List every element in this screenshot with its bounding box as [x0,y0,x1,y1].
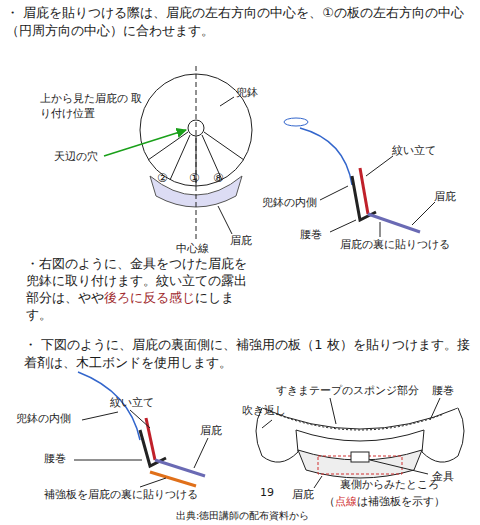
label-text: ⑧ [213,171,224,185]
bowl-top [284,118,308,126]
side-section [284,118,435,237]
koshimaki-edge [296,430,424,441]
part-label: 眉庇の裏に貼りつける [340,238,450,253]
part-label: 紋い立て [110,396,154,411]
plate-line [170,135,190,180]
label-text: 腰巻 [300,228,322,241]
label-text: 吹き返し [242,404,286,417]
fukikaeshi [422,408,464,462]
leader-line [330,398,336,424]
leader-line [370,460,428,474]
label-text: 19 [260,486,274,499]
label-text: は補強板を示す） [357,495,445,507]
leader-line [320,186,348,200]
callout-number: ① [189,170,200,186]
part-label: 中心線 [176,242,209,257]
leader-line [314,476,322,488]
tachi-part [146,418,155,460]
emphasis-text: 後ろに反る感じ [104,290,195,305]
label-text: 眉庇の裏に貼りつける [340,238,450,251]
part-label: 眉庇 [434,190,456,205]
label-text: ① [189,171,200,185]
note-text: ・ 眉庇を貼りつける際は、眉庇の左右方向の中心を、①の板の左右方向の中心（円周方… [6,4,474,39]
label-text: 眉庇 [434,190,456,203]
callout-number: ⑧ [213,170,224,186]
label-text: すきまテープのスポンジ部分 [276,384,419,397]
label-text: 兜鉢 [236,86,258,99]
leader-line [412,202,435,225]
leader-line [430,398,440,420]
label-text: 中心線 [176,242,209,255]
label-text: 裏側からみたところ [340,478,439,491]
note-text: （点線は補強板を示す） [324,494,445,508]
label-text: ・ 下図のように、眉庇の裏面側に、補強用の板（1 枚）を貼りつけます。接着剤は、… [24,337,470,370]
caption-text: 上から見た眉庇の 取り付け位置 [40,92,150,122]
part-label: 吹き返し [242,404,286,419]
part-label: 天辺の穴 [54,150,98,165]
note-text: ・右図のように、金具をつけた眉庇を兜鉢に取り付けます。紋い立ての露出部分は、やや… [26,256,258,324]
part-label: 兜鉢の内側 [16,412,71,427]
page-number: 19 [260,486,274,501]
leader-line [82,412,118,420]
bowl-rim [262,408,458,429]
leader-line [140,478,166,487]
leader-line [74,460,142,461]
leader-line [262,420,272,428]
label-text: ② [157,171,168,185]
source-note: 出典:徳田講師の配布資料から [176,509,309,523]
part-label: 兜鉢 [236,86,258,101]
part-label: 裏側からみたところ [340,478,439,493]
part-label: 腰巻 [432,384,454,399]
bowl-curve [300,128,352,185]
leader-line [130,410,150,428]
center-line [196,66,197,240]
label-text: 眉庇 [200,424,222,437]
leader-line [194,438,208,468]
side-section [74,372,208,487]
part-label: 腰巻 [44,452,66,467]
label-text: 腰巻 [44,452,66,465]
leader-line [380,222,381,237]
part-label: 紋い立て [392,144,436,159]
part-label: 腰巻 [300,228,322,243]
label-text: 兜鉢の内側 [16,412,71,425]
part-label: 眉庇 [292,488,314,503]
sponge-band [276,414,444,430]
label-text: 紋い立て [392,144,436,157]
leader-line [220,97,234,106]
label-text: 紋い立て [110,396,154,409]
visor-shape [298,450,422,478]
leader-line [330,220,356,232]
label-text: 兜鉢の内側 [262,196,317,209]
part-label: 眉庇 [200,424,222,439]
label-text: 上から見た眉庇の 取り付け位置 [40,92,143,120]
part-label: 補強板を眉庇の裏に貼りつける [44,488,198,503]
label-text: 眉庇 [230,234,252,247]
visor-part [368,214,420,232]
part-label: すきまテープのスポンジ部分 [276,384,419,399]
leader-arrow [104,130,186,156]
label-text: （ [324,495,335,507]
label-text: 眉庇 [292,488,314,501]
plate-line [204,132,244,160]
callout-number: ② [157,170,168,186]
leader-line [218,206,232,234]
visor-part [155,460,205,476]
rear-view [256,398,464,488]
label-text: 補強板を眉庇の裏に貼りつける [44,488,198,501]
leader-line [366,156,393,176]
part-label: 眉庇 [230,234,252,249]
emphasis-text: 点線 [335,495,357,507]
note-text: ・ 下図のように、眉庇の裏面側に、補強用の板（1 枚）を貼りつけます。接着剤は、… [24,336,474,371]
part-label: 兜鉢の内側 [262,196,317,211]
label-text: 腰巻 [432,384,454,397]
reinforcement-plate [150,472,196,486]
label-text: 出典:徳田講師の配布資料から [176,510,309,521]
label-text: 天辺の穴 [54,150,98,163]
label-text: ・ 眉庇を貼りつける際は、眉庇の左右方向の中心を、①の板の左右方向の中心（円周方… [6,5,464,38]
fitting [351,452,369,462]
